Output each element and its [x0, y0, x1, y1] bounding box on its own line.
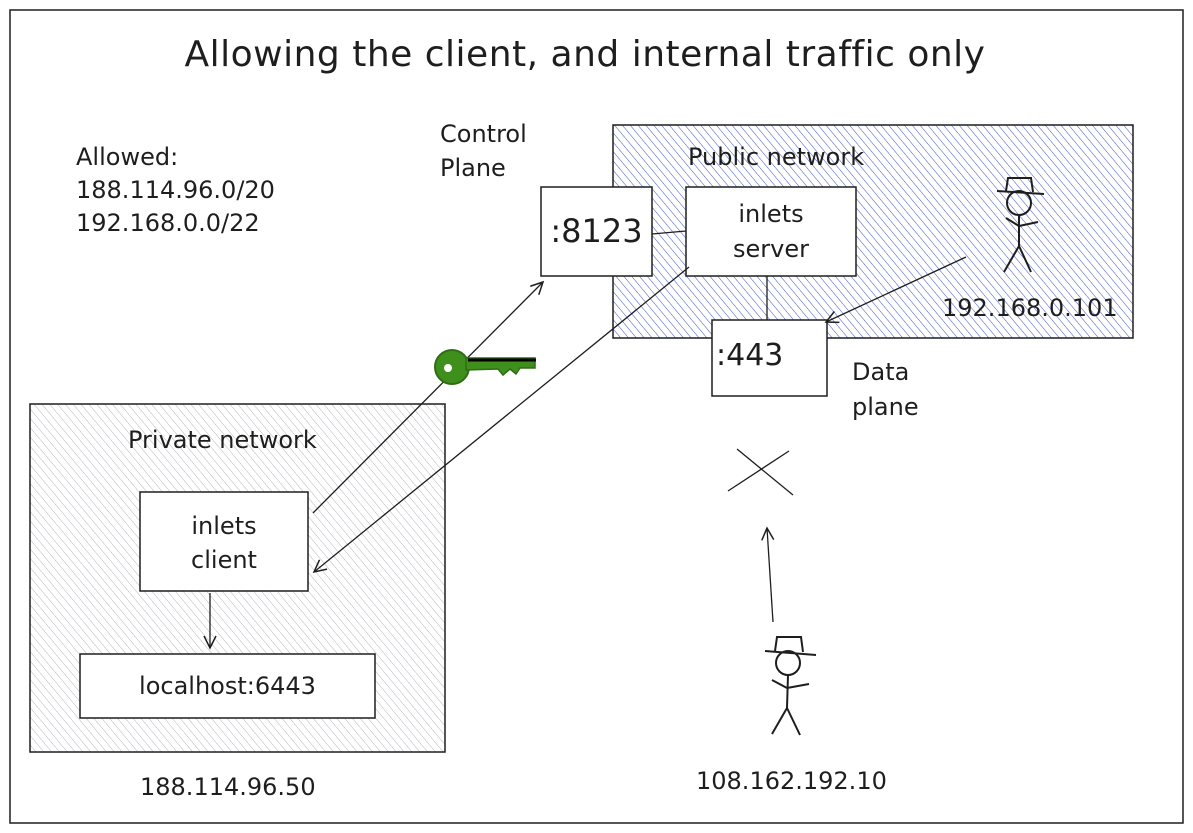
inlets-client-box [139, 491, 309, 592]
client-label: client [191, 546, 257, 574]
public-network-label: Public network [688, 143, 865, 171]
diagram-border [9, 9, 1184, 824]
port-to-server-connector [651, 230, 687, 235]
external-user-upward-arrow [761, 526, 775, 623]
data-plane-port-box [711, 319, 828, 397]
internal-user-ip: 192.168.0.101 [942, 294, 1118, 322]
server-label: server [733, 235, 809, 263]
client-label: inlets [191, 512, 257, 540]
control-plane-label: Plane [440, 154, 506, 182]
external-user-icon [764, 636, 817, 736]
client-to-control-plane-arrow [312, 280, 545, 514]
localhost-service-box [79, 653, 376, 719]
data-port-label: :443 [716, 338, 784, 373]
data-plane-label: Data [852, 358, 910, 386]
internal-user-to-data-plane-arrow [824, 256, 967, 324]
localhost-label: localhost:6443 [139, 672, 316, 700]
allowed-range: 192.168.0.0/22 [76, 209, 260, 237]
control-plane-port-box [540, 186, 653, 277]
private-network-label: Private network [128, 426, 317, 454]
external-user-ip: 108.162.192.10 [696, 767, 887, 795]
x-mark-icon [727, 448, 794, 496]
control-port-label: :8123 [550, 212, 643, 250]
key-icon [434, 349, 536, 385]
allowed-heading: Allowed: [76, 143, 179, 171]
allowed-range: 188.114.96.0/20 [76, 176, 275, 204]
data-plane-label: plane [852, 393, 919, 421]
server-to-client-arrow [312, 266, 690, 574]
server-label: inlets [738, 200, 804, 228]
internal-user-icon [996, 177, 1045, 273]
private-network-ip: 188.114.96.50 [140, 773, 316, 801]
control-plane-label: Control [440, 120, 527, 148]
diagram-title: Allowing the client, and internal traffi… [184, 34, 986, 75]
